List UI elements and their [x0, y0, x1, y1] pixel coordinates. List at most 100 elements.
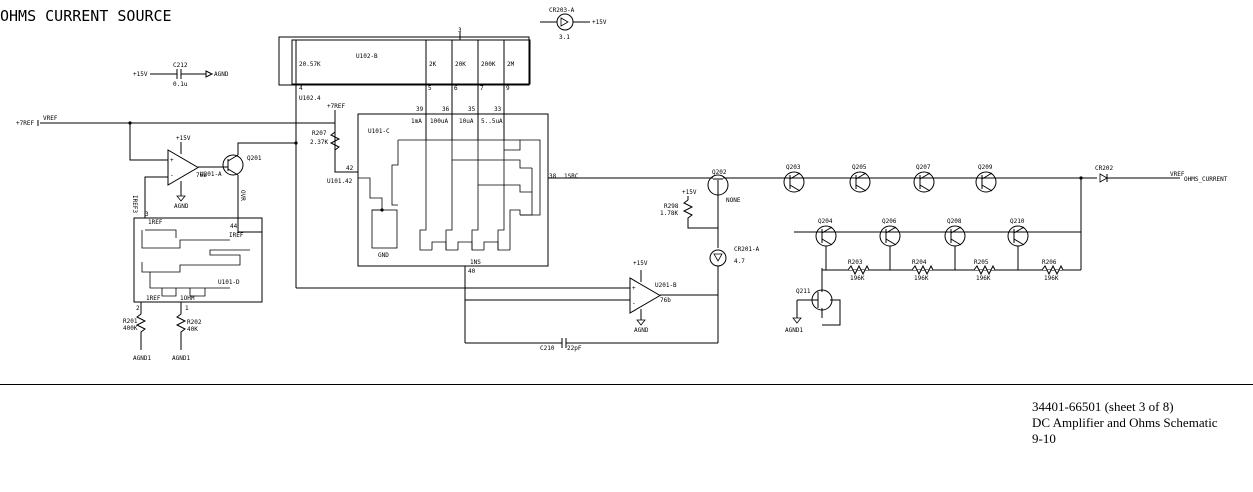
u201b-opamp: + - U201-B 76b +15V AGND — [622, 260, 718, 334]
r298-value: 1.78K — [660, 210, 678, 217]
transistor-ref: Q204 — [818, 218, 833, 225]
c212-gnd-label: AGND — [214, 71, 229, 78]
u102-res-4: 200K — [481, 61, 496, 68]
footer-caption: 34401-66501 (sheet 3 of 8) DC Amplifier … — [1032, 399, 1218, 447]
resistor-ref: R203 — [848, 259, 863, 266]
c212-ref: C212 — [173, 62, 188, 69]
cr201a-ref: CR201-A — [734, 246, 760, 253]
u101-pin-39: 39 — [416, 106, 424, 113]
r202-ref: R202 — [187, 319, 202, 326]
footer-rule — [0, 384, 1253, 385]
r207-resistor: +7REF R207 2.37K — [310, 103, 345, 160]
r202-gnd: AGND1 — [172, 355, 190, 362]
cr203a-zener: CR203-A +15V 3.1 — [540, 7, 607, 41]
transistor-ref: Q210 — [1010, 218, 1025, 225]
c212-supply-label: +15V — [133, 71, 148, 78]
transistor-ref: Q207 — [916, 164, 931, 171]
ohms-current-label: OHMS_CURRENT — [1184, 176, 1228, 183]
u102b-resistor-network: U102-B 3 20.57K 2K 20K 200K 2M 4 5 6 7 9… — [278, 27, 531, 102]
u201a-opamp: + - U201-A 76b +15V AGND — [129, 123, 222, 215]
u201a-minus: - — [170, 172, 174, 179]
u101-pin-33: 33 — [494, 106, 502, 113]
transistor-body — [944, 225, 966, 247]
u201a-gnd: AGND — [174, 203, 189, 210]
u101d-ovr: OVR — [239, 190, 246, 201]
u101d-iref-label: 1REF — [148, 219, 163, 226]
transistor-ref: Q209 — [978, 164, 993, 171]
cr201a-value: 4.7 — [734, 258, 745, 265]
footer-page-number: 9-10 — [1032, 431, 1056, 446]
gnd-label: GND — [378, 252, 389, 259]
q202-ref: Q202 — [712, 169, 727, 176]
footer-part-number: 34401-66501 (sheet 3 of 8) — [1032, 399, 1174, 414]
vref-in-label: +7REF — [16, 120, 34, 127]
c210-capacitor: C210 22pF — [465, 338, 718, 352]
u101d-pin-1: 1 — [185, 305, 189, 312]
r201-value: 400K — [123, 325, 138, 332]
u201a-plus: + — [170, 157, 174, 164]
u201b-part: 76b — [660, 297, 671, 304]
u102-pin-6: 6 — [454, 85, 458, 92]
current-100ua: 100uA — [430, 118, 448, 125]
u201b-vplus: +15V — [633, 260, 648, 267]
u102-4-net: U102.4 — [299, 95, 321, 102]
resistor-value: 196K — [976, 275, 991, 282]
u102-res-3: 20K — [455, 61, 466, 68]
r298-supply: +15V — [682, 189, 697, 196]
q211-gnd: AGND1 — [785, 327, 803, 334]
r298-ref: R298 — [664, 203, 679, 210]
u101-pin-40: 40 — [468, 268, 476, 275]
c212-value: 0.1u — [173, 81, 188, 88]
r207-supply: +7REF — [327, 103, 345, 110]
u201a-vplus: +15V — [176, 135, 191, 142]
u101d-iref3: IREF3 — [131, 195, 138, 213]
resistor-value: 196K — [850, 275, 865, 282]
transistor-body — [913, 171, 935, 193]
vref-in-tag: VREF — [43, 115, 58, 122]
current-5ua: 5..5uA — [481, 118, 503, 125]
current-1ma: 1mA — [411, 118, 422, 125]
cr203a-ref: CR203-A — [549, 7, 575, 14]
transistor-ref: Q203 — [786, 164, 801, 171]
transistor-body — [1007, 225, 1029, 247]
cr203a-value: 3.1 — [559, 34, 570, 41]
r207-value: 2.37K — [310, 139, 328, 146]
u101d-pin-44: 44 — [230, 223, 238, 230]
resistor-value: 196K — [1044, 275, 1059, 282]
transistor-body — [783, 171, 805, 193]
resistor-ref: R204 — [912, 259, 927, 266]
u101c-ref: U101-C — [368, 128, 390, 135]
resistor-ref: R206 — [1042, 259, 1057, 266]
u101d-switch-block: IREF3 OVR 1REF 3 44 IREF U101-D 1REF 1OH… — [131, 190, 263, 303]
u101d-pin-3: 3 — [145, 211, 149, 218]
resistor-ref: R205 — [974, 259, 989, 266]
u201b-ref: U201-B — [655, 282, 677, 289]
r202-value: 40K — [187, 326, 198, 333]
r201-ref: R201 — [123, 318, 138, 325]
net-1src: 1SRC — [564, 173, 579, 180]
u101-pin-35: 35 — [468, 106, 476, 113]
u101-42-net: U101.42 — [327, 178, 353, 185]
u201b-gnd: AGND — [634, 327, 649, 334]
q201-ref: Q201 — [247, 155, 262, 162]
u102-res-5: 2M — [507, 61, 515, 68]
footer-schematic-name: DC Amplifier and Ohms Schematic — [1032, 415, 1218, 430]
q201-transistor: Q201 — [222, 141, 298, 215]
u201a-ref: U201-A — [200, 171, 222, 178]
resistor-value: 196K — [914, 275, 929, 282]
u101-pin-36: 36 — [442, 106, 450, 113]
q211-transistor: Q211 AGND1 — [785, 268, 841, 334]
net-1ns: 1NS — [470, 259, 481, 266]
c210-ref: C210 — [540, 345, 555, 352]
u101d-ref44: IREF — [229, 232, 244, 239]
u201b-plus: + — [632, 285, 636, 292]
u201a-part: 76b — [196, 172, 207, 179]
q202-none: NONE — [726, 197, 741, 204]
transistor-ref: Q208 — [947, 218, 962, 225]
transistor-ref: Q205 — [852, 164, 867, 171]
cr202-ref: CR202 — [1095, 165, 1113, 172]
u101d-ref-net: 1REF — [146, 295, 161, 302]
u102-pin-9: 9 — [506, 85, 510, 92]
